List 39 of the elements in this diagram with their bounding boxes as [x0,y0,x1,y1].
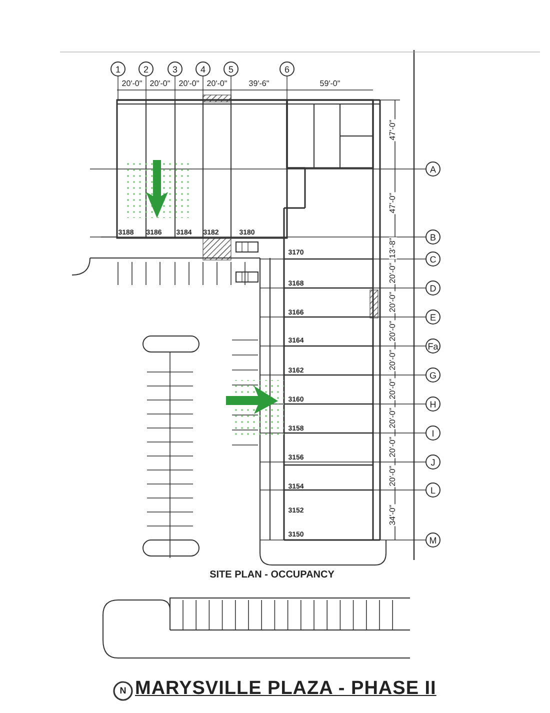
dimension-label: 20'-0" [178,80,200,88]
grid-bubble: G [426,368,440,382]
north-label: N [120,686,126,696]
dimension-label: 20'-0" [120,80,144,88]
grid-bubble: 3 [168,62,182,76]
dimension-label: 20'-0" [206,80,228,88]
grid-bubble: 4 [196,62,210,76]
dimension-label: 47'-0" [389,118,397,142]
dimension-label: 13'-8" [389,236,397,260]
grid-bubble: I [426,426,440,440]
grid-bubble: 1 [110,62,126,76]
grid-bubble: L [426,482,440,498]
dimension-label: 20'-0" [389,378,397,400]
dimension-label: 59'-0" [318,80,342,88]
grid-bubble: 6 [280,62,294,76]
grid-bubble: D [426,280,440,296]
dimension-label: 20'-0" [148,80,172,88]
grid-bubble: 2 [138,62,154,76]
grid-bubble: M [426,532,440,548]
title: MARYSVILLE PLAZA - PHASE II [135,679,436,700]
grid-bubble: A [426,162,440,176]
dimension-label: 20'-0" [389,406,397,430]
dimension-label: 39'-6" [248,80,270,88]
grid-bubble: H [426,396,440,412]
dimension-label: 20'-0" [389,464,397,488]
grid-bubble: B [426,230,440,244]
dimension-label: 20'-0" [389,320,397,342]
dimension-label: 20'-0" [389,290,397,314]
grid-bubble: J [426,454,440,470]
dimension-label: 20'-0" [389,436,397,458]
dimension-label: 20'-0" [389,262,397,284]
dimension-label: 47'-0" [389,192,397,214]
drawing-caption: SITE PLAN - OCCUPANCY [210,570,334,580]
grid-bubble: C [426,252,440,266]
grid-bubble: Fa [426,338,440,354]
grid-bubble: E [426,310,440,324]
grid-bubble: 5 [224,62,238,76]
dimension-label: 20'-0" [389,348,397,372]
dimension-label: 34'-0" [389,504,397,526]
